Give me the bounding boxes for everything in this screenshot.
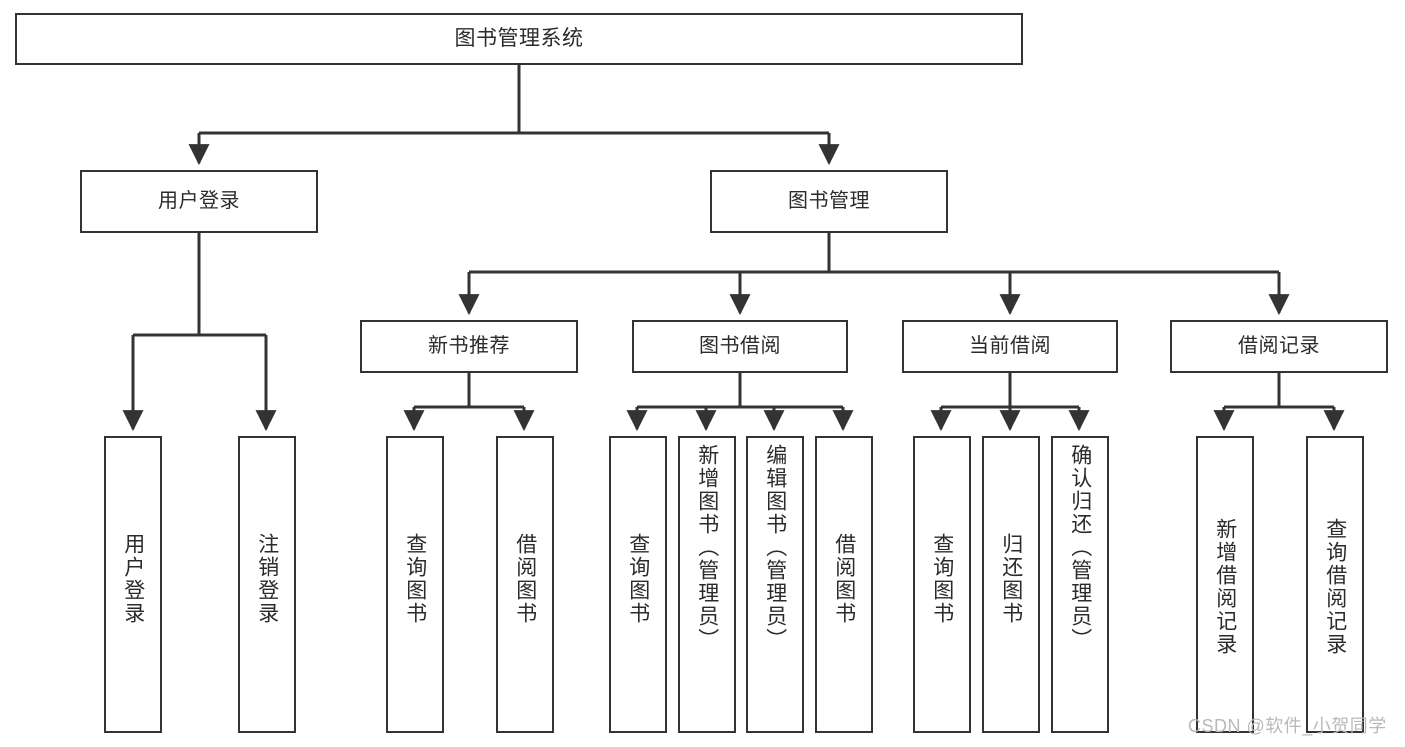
node-borrowing-records[interactable]: 借阅记录 xyxy=(1170,320,1388,373)
leaf-user-login[interactable]: 用户登录 xyxy=(104,436,162,733)
node-label: 新增图书（管理员） xyxy=(695,444,719,651)
leaf-borrow-books-borrow[interactable]: 借阅图书 xyxy=(815,436,873,733)
leaf-query-books-borrow[interactable]: 查询图书 xyxy=(609,436,667,733)
leaf-confirm-return-admin[interactable]: 确认归还（管理员） xyxy=(1051,436,1109,733)
node-label: 新增借阅记录 xyxy=(1213,518,1237,656)
node-label: 图书管理系统 xyxy=(454,26,584,50)
node-label: 用户登录 xyxy=(158,189,240,212)
node-label: 用户登录 xyxy=(121,533,145,625)
csdn-watermark: CSDN @软件_小贺同学 xyxy=(1188,716,1387,736)
node-label: 借阅记录 xyxy=(1238,334,1320,357)
leaf-query-books-current[interactable]: 查询图书 xyxy=(913,436,971,733)
node-label: 图书借阅 xyxy=(699,334,781,357)
node-book-borrowing[interactable]: 图书借阅 xyxy=(632,320,848,373)
node-label: 查询图书 xyxy=(403,533,427,625)
leaf-return-books[interactable]: 归还图书 xyxy=(982,436,1040,733)
leaf-add-book-admin[interactable]: 新增图书（管理员） xyxy=(678,436,736,733)
node-label: 查询借阅记录 xyxy=(1323,518,1347,656)
leaf-query-borrow-record[interactable]: 查询借阅记录 xyxy=(1306,436,1364,733)
leaf-borrow-books-recommend[interactable]: 借阅图书 xyxy=(496,436,554,733)
node-new-book-recommendation[interactable]: 新书推荐 xyxy=(360,320,578,373)
node-label: 新书推荐 xyxy=(428,334,510,357)
leaf-logout[interactable]: 注销登录 xyxy=(238,436,296,733)
node-book-management[interactable]: 图书管理 xyxy=(710,170,948,233)
node-label: 查询图书 xyxy=(626,533,650,625)
node-label: 借阅图书 xyxy=(513,533,537,625)
node-label: 归还图书 xyxy=(999,533,1023,625)
node-label: 图书管理 xyxy=(788,189,870,212)
node-label: 确认归还（管理员） xyxy=(1068,444,1092,651)
leaf-edit-book-admin[interactable]: 编辑图书（管理员） xyxy=(746,436,804,733)
node-label: 查询图书 xyxy=(930,533,954,625)
node-label: 当前借阅 xyxy=(969,334,1051,357)
node-label: 借阅图书 xyxy=(832,533,856,625)
node-user-login[interactable]: 用户登录 xyxy=(80,170,318,233)
node-label: 编辑图书（管理员） xyxy=(763,444,787,651)
node-current-borrowing[interactable]: 当前借阅 xyxy=(902,320,1118,373)
leaf-add-borrow-record[interactable]: 新增借阅记录 xyxy=(1196,436,1254,733)
leaf-query-books-recommend[interactable]: 查询图书 xyxy=(386,436,444,733)
node-label: 注销登录 xyxy=(255,533,279,625)
node-root-book-management-system[interactable]: 图书管理系统 xyxy=(15,13,1023,65)
